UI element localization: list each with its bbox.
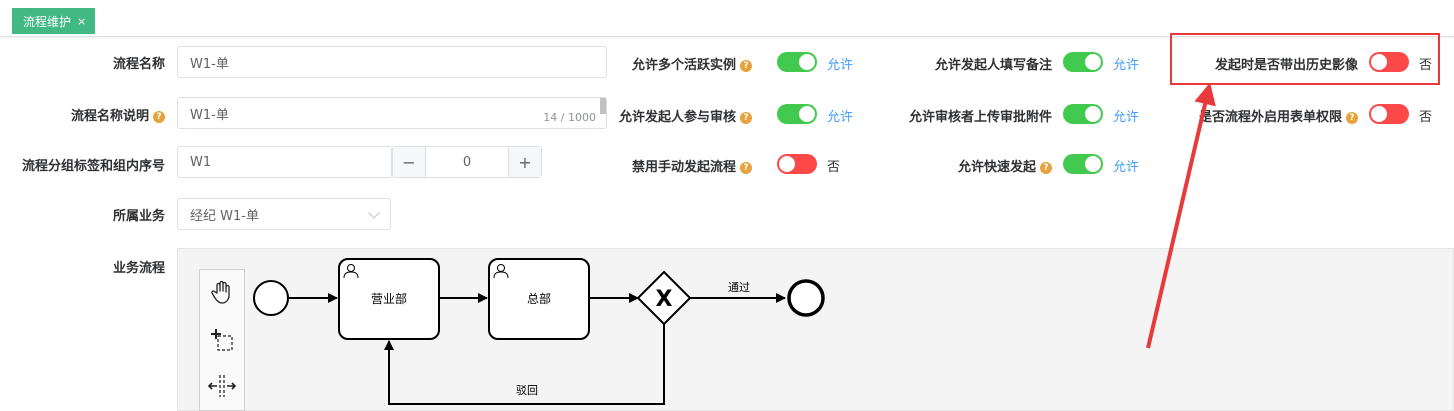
toggle-knob: [1085, 54, 1101, 70]
tab-bar: 流程维护 ×: [0, 0, 1454, 37]
switch-label-text: 允许审核者上传审批附件: [908, 110, 1052, 125]
group-input[interactable]: W1: [177, 146, 392, 178]
toggle-switch[interactable]: [1369, 104, 1409, 124]
hand-tool-icon[interactable]: [200, 272, 244, 312]
switch-label: 允许多个活跃实例?: [632, 54, 752, 73]
switch-label: 是否流程外启用表单权限?: [1199, 106, 1358, 125]
toggle-knob: [799, 54, 815, 70]
close-icon[interactable]: ×: [77, 14, 87, 28]
order-stepper[interactable]: − 0 +: [392, 146, 542, 178]
toggle-switch[interactable]: [1063, 104, 1103, 124]
tool-palette: [199, 269, 245, 411]
business-select[interactable]: 经纪 W1-单: [177, 198, 391, 230]
help-icon[interactable]: ?: [1040, 162, 1052, 174]
toggle-switch[interactable]: [1369, 52, 1409, 72]
switch-state-text: 允许: [1113, 58, 1140, 73]
end-event[interactable]: [787, 279, 825, 317]
switch-state-text: 允许: [827, 110, 854, 125]
increment-button[interactable]: +: [508, 147, 541, 177]
order-value[interactable]: 0: [462, 154, 472, 170]
group-label: 流程分组标签和组内序号: [21, 159, 165, 174]
help-icon[interactable]: ?: [153, 111, 165, 123]
switch-label-text: 是否流程外启用表单权限: [1198, 110, 1342, 125]
help-icon[interactable]: ?: [740, 112, 752, 124]
task-sales-dept-label: 营业部: [371, 291, 407, 306]
help-icon[interactable]: ?: [740, 162, 752, 174]
switch-state-text: 允许: [1113, 160, 1140, 175]
process-desc-label: 流程名称说明?: [71, 105, 165, 124]
toggle-switch[interactable]: [777, 52, 817, 72]
start-event[interactable]: [253, 280, 289, 316]
toggle-switch[interactable]: [777, 104, 817, 124]
toggle-knob: [1371, 106, 1387, 122]
switch-state-text: 否: [1419, 58, 1433, 73]
process-name-input[interactable]: W1-单: [177, 46, 607, 78]
toggle-knob: [779, 156, 795, 172]
process-name-value: W1-单: [190, 56, 229, 72]
help-icon[interactable]: ?: [740, 60, 752, 72]
user-icon: [343, 262, 359, 279]
switch-label-text: 禁用手动发起流程: [631, 160, 736, 175]
toggle-knob: [1085, 106, 1101, 122]
gateway-mark: X: [656, 287, 673, 312]
switch-state-text: 允许: [1113, 110, 1140, 125]
task-headquarters[interactable]: [488, 258, 590, 340]
group-value: W1: [190, 154, 212, 170]
switch-label: 允许审核者上传审批附件: [909, 106, 1052, 125]
user-icon: [493, 262, 509, 279]
switch-state-text: 否: [1419, 110, 1433, 125]
tab-process-maintenance[interactable]: 流程维护 ×: [12, 8, 96, 34]
process-desc-value: W1-单: [190, 108, 229, 123]
flow-label: 业务流程: [112, 261, 165, 276]
switch-label-text: 允许快速发起: [957, 160, 1036, 175]
switch-label: 发起时是否带出历史影像: [1215, 54, 1358, 73]
toggle-switch[interactable]: [1063, 52, 1103, 72]
annotation-arrow: [1146, 82, 1216, 349]
tab-label: 流程维护: [23, 14, 72, 29]
business-label: 所属业务: [112, 209, 165, 224]
lasso-tool-icon[interactable]: [200, 320, 244, 360]
switch-label: 允许快速发起?: [958, 156, 1052, 175]
exclusive-gateway[interactable]: [636, 270, 692, 326]
toggle-knob: [1085, 156, 1101, 172]
switch-label-text: 允许多个活跃实例: [631, 58, 736, 73]
sequence-flows: [289, 293, 786, 405]
pass-label: 通过: [728, 281, 750, 294]
annotation-highlight-box: [1170, 33, 1440, 85]
toggle-switch[interactable]: [777, 154, 817, 174]
task-sales-dept[interactable]: [338, 258, 440, 340]
process-desc-textarea[interactable]: W1-单 14 / 1000: [177, 97, 607, 129]
reject-label: 驳回: [516, 384, 538, 397]
switch-label-text: 发起时是否带出历史影像: [1214, 58, 1358, 73]
toggle-knob: [1371, 54, 1387, 70]
process-name-label: 流程名称: [112, 57, 165, 72]
space-tool-icon[interactable]: [200, 366, 244, 406]
switch-state-text: 否: [827, 160, 841, 175]
toggle-knob: [799, 106, 815, 122]
decrement-button[interactable]: −: [393, 147, 426, 177]
help-icon[interactable]: ?: [1346, 112, 1358, 124]
business-value: 经纪 W1-单: [190, 208, 259, 224]
task-headquarters-label: 总部: [527, 291, 551, 306]
switch-label: 允许发起人参与审核?: [619, 106, 752, 125]
textarea-scrollbar[interactable]: [600, 98, 606, 114]
switch-label-text: 允许发起人填写备注: [934, 58, 1052, 73]
switch-label: 禁用手动发起流程?: [632, 156, 752, 175]
switch-label-text: 允许发起人参与审核: [618, 110, 736, 125]
char-counter: 14 / 1000: [543, 111, 596, 124]
switch-state-text: 允许: [827, 58, 854, 73]
toggle-switch[interactable]: [1063, 154, 1103, 174]
switch-label: 允许发起人填写备注: [935, 54, 1052, 73]
